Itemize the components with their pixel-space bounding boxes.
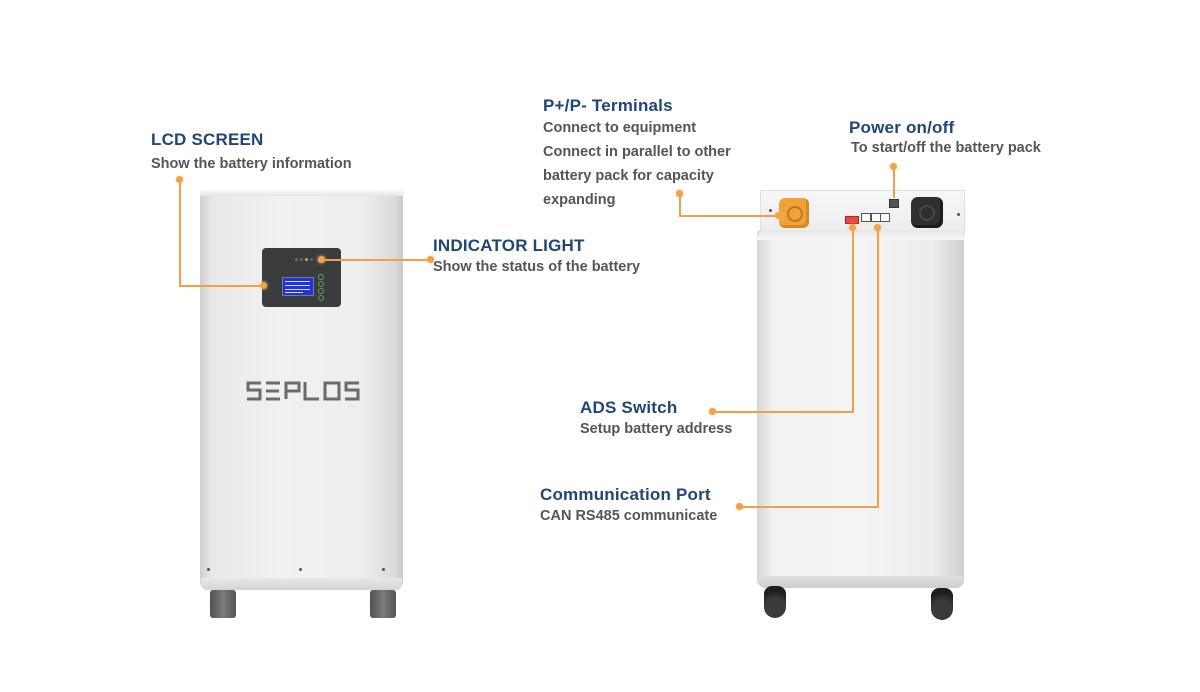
callout-dot-comm: [736, 503, 743, 510]
panel-button: [318, 288, 324, 294]
leader-line-lcd: [179, 285, 263, 287]
rj45-port: [880, 213, 890, 222]
leader-line-power: [893, 167, 895, 198]
callout-comm-port: Communication Port CAN RS485 communicate: [540, 485, 717, 528]
callout-title: Power on/off: [849, 118, 955, 137]
leader-line-terminals: [679, 194, 681, 216]
screw-icon: [299, 568, 302, 571]
callout-title: ADS Switch: [580, 398, 678, 417]
panel-button: [318, 281, 324, 287]
callout-title: LCD SCREEN: [151, 130, 264, 149]
callout-ads-switch: ADS Switch Setup battery address: [580, 398, 732, 441]
leader-line-lcd: [179, 180, 181, 286]
screw-icon: [382, 568, 385, 571]
indicator-led: [300, 258, 303, 261]
leveling-foot-right: [370, 590, 396, 618]
caster-wheel-right: [931, 588, 953, 620]
callout-lcd-screen: LCD SCREEN Show the battery information: [151, 130, 352, 176]
battery-rear-view: [757, 230, 964, 588]
callout-desc: Connect to equipment: [543, 120, 697, 136]
callout-terminals: P+/P- Terminals Connect to equipment Con…: [543, 96, 731, 212]
callout-desc: Connect in parallel to other: [543, 144, 731, 160]
callout-desc: expanding: [543, 192, 616, 208]
rj45-port: [861, 213, 871, 222]
battery-front-top-edge: [200, 190, 403, 196]
positive-terminal: [779, 198, 809, 228]
callout-desc: Show the battery information: [151, 156, 352, 172]
power-switch: [889, 199, 899, 208]
indicator-led: [310, 258, 313, 261]
screw-icon: [207, 568, 210, 571]
callout-desc: battery pack for capacity: [543, 168, 714, 184]
leader-line-comm: [877, 228, 879, 508]
callout-dot-lcd-target: [260, 282, 267, 289]
callout-dot-comm-target: [874, 224, 881, 231]
indicator-led: [295, 258, 298, 261]
callout-dot-ads-target: [849, 224, 856, 231]
leader-line-comm: [739, 506, 879, 508]
callout-dot-indicator-target: [318, 256, 325, 263]
callout-dot-power: [890, 163, 897, 170]
leader-line-indicator: [322, 259, 430, 261]
callout-desc: Setup battery address: [580, 421, 733, 437]
leader-line-ads: [712, 411, 854, 413]
battery-front-base: [201, 568, 402, 590]
callout-power: Power on/off To start/off the battery pa…: [849, 118, 1041, 160]
callout-title: P+/P- Terminals: [543, 96, 673, 115]
screw-icon: [769, 209, 772, 212]
panel-button: [318, 274, 324, 280]
battery-rear-base: [758, 576, 963, 588]
leader-line-ads: [852, 228, 854, 413]
seplos-logo: [246, 381, 360, 401]
callout-desc: To start/off the battery pack: [851, 140, 1041, 156]
negative-terminal: [911, 197, 943, 228]
ads-dip-switch: [845, 216, 859, 224]
leader-line-terminals: [679, 215, 779, 217]
lcd-screen: [282, 277, 314, 296]
callout-dot-ads: [709, 408, 716, 415]
screw-icon: [957, 213, 960, 216]
callout-dot-terminals: [676, 190, 683, 197]
panel-button: [318, 295, 324, 301]
indicator-led-active: [305, 258, 308, 261]
callout-title: Communication Port: [540, 485, 711, 504]
callout-title: INDICATOR LIGHT: [433, 236, 585, 255]
callout-dot-indicator: [427, 256, 434, 263]
rear-body-top-band: [757, 230, 964, 240]
callout-indicator-light: INDICATOR LIGHT Show the status of the b…: [433, 236, 640, 279]
callout-desc: CAN RS485 communicate: [540, 508, 718, 524]
callout-desc: Show the status of the battery: [433, 259, 641, 275]
callout-dot-terminals-target: [775, 212, 782, 219]
caster-wheel-left: [764, 586, 786, 618]
callout-dot-lcd: [176, 176, 183, 183]
leveling-foot-left: [210, 590, 236, 618]
